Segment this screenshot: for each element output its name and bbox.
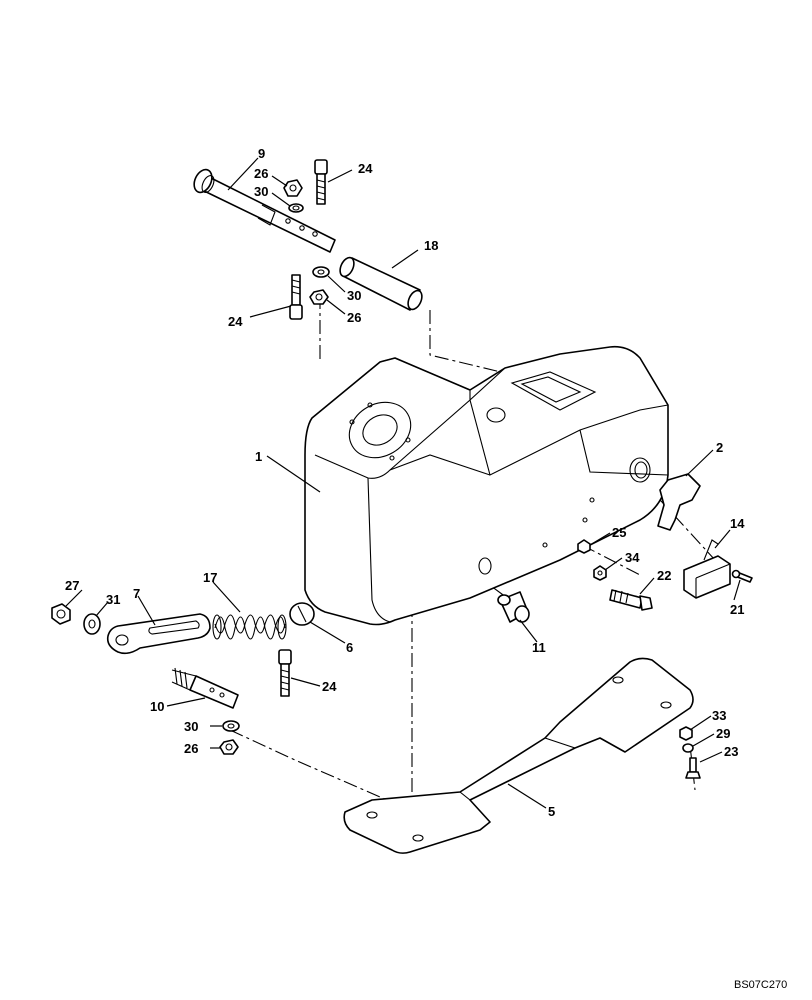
bolt-part-24-top — [314, 159, 328, 205]
callout-24-middle: 24 — [228, 314, 243, 329]
drawing-code: BS07C270 — [734, 979, 787, 991]
callout-17: 17 — [203, 570, 217, 585]
link-arm-part-7 — [106, 613, 211, 655]
callout-22: 22 — [657, 568, 671, 583]
spacer-part-11 — [497, 591, 530, 623]
callout-21: 21 — [730, 602, 744, 617]
washer-part-30-top — [288, 203, 304, 213]
pivot-arm-part-9 — [193, 168, 336, 253]
washer-part-30-lower — [222, 720, 240, 732]
callout-34: 34 — [625, 550, 640, 565]
washer-part-31 — [83, 613, 101, 635]
callout-9: 9 — [258, 146, 265, 161]
callout-6: 6 — [346, 640, 353, 655]
bolt-part-24-lower — [278, 649, 292, 697]
nut-part-26-middle — [309, 289, 329, 305]
callout-33: 33 — [712, 708, 726, 723]
callout-14: 14 — [730, 516, 745, 531]
nut-part-27 — [51, 603, 71, 625]
callout-24-top: 24 — [358, 161, 373, 176]
threaded-rod-part-10 — [171, 667, 239, 709]
callout-30-top: 30 — [254, 184, 268, 199]
callout-7: 7 — [133, 586, 140, 601]
callout-2: 2 — [716, 440, 723, 455]
callout-11: 11 — [532, 640, 546, 655]
switch-part-14 — [683, 539, 731, 599]
cap-part-6 — [289, 602, 315, 626]
bolt-part-24-middle — [289, 274, 303, 320]
spring-part-17 — [212, 614, 287, 640]
callout-1: 1 — [255, 449, 262, 464]
callout-30-middle: 30 — [347, 288, 361, 303]
leader-lines — [65, 157, 741, 809]
washer-part-29 — [682, 743, 694, 753]
callout-26-middle: 26 — [347, 310, 361, 325]
bracket-part-2 — [657, 473, 701, 531]
callout-5: 5 — [548, 804, 555, 819]
callout-29: 29 — [716, 726, 730, 741]
callout-24-lower: 24 — [322, 679, 337, 694]
screw-part-21 — [731, 569, 753, 583]
callout-10: 10 — [150, 699, 164, 714]
callout-23: 23 — [724, 744, 738, 759]
cover-housing-part-1 — [304, 345, 669, 626]
sleeve-part-18 — [339, 256, 423, 311]
callout-25: 25 — [612, 525, 626, 540]
nut-part-33 — [679, 726, 693, 741]
washer-part-30-middle — [312, 266, 330, 278]
callout-26-top: 26 — [254, 166, 268, 181]
nut-part-34 — [593, 565, 607, 581]
callout-30-lower: 30 — [184, 719, 198, 734]
callout-18: 18 — [424, 238, 438, 253]
callout-31: 31 — [106, 592, 120, 607]
nut-part-25 — [577, 539, 591, 554]
callout-26-lower: 26 — [184, 741, 198, 756]
bolt-part-22 — [609, 589, 653, 611]
base-plate-part-5 — [343, 657, 694, 854]
nut-part-26-lower — [219, 739, 239, 755]
stud-part-23 — [685, 757, 701, 779]
callout-labels: 9 26 30 24 18 30 26 24 1 2 14 25 34 22 2… — [65, 146, 745, 819]
nut-part-26-top — [283, 179, 303, 197]
callout-27: 27 — [65, 578, 79, 593]
